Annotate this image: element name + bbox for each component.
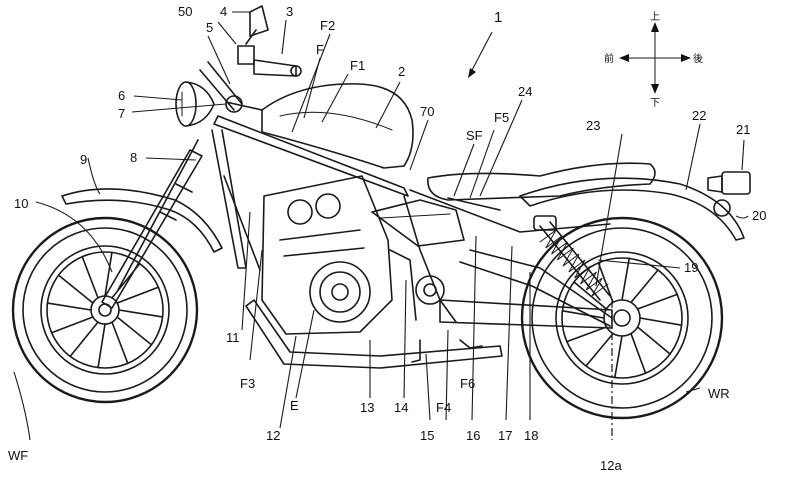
compass-front-label: 前 [604,52,614,65]
label-2: 2 [398,64,405,79]
arrow-down-icon [651,84,659,94]
spoke [111,321,129,365]
label-15: 15 [420,428,434,443]
spoke [69,321,99,358]
label-F: F [316,42,324,57]
spoke [50,316,94,334]
label-12: 12 [266,428,280,443]
label-F1: F1 [350,58,365,73]
exhaust-pipe [245,299,503,369]
label-7: 7 [118,106,125,121]
label-11: 11 [226,330,240,345]
compass-up-label: 上 [650,11,660,23]
spoke [46,302,92,311]
label-10: 10 [14,196,28,211]
spoke [636,326,671,355]
rear-fender [519,177,745,241]
spoke [561,310,605,319]
label-F2: F2 [320,18,335,33]
rear-wheel-spokes [561,257,683,379]
label-18: 18 [524,428,538,443]
label-5: 5 [206,20,213,35]
spoke [630,269,659,304]
label-WF: WF [8,448,28,463]
spoke [81,255,99,299]
label-20: 20 [752,208,766,223]
spoke [116,316,153,346]
spoke [585,332,614,367]
arrow-left-icon [619,54,629,62]
label-1: 1 [494,9,502,26]
front-wheel [11,216,199,404]
frame [211,101,613,327]
label-SF: SF [466,128,483,143]
compass-rear-label: 後 [693,52,703,65]
spoke [621,257,630,301]
spoke [614,335,623,379]
front-wheel-spokes [46,251,164,369]
label-6: 6 [118,88,125,103]
label-4: 4 [220,4,227,19]
label-23: 23 [586,118,600,133]
spoke [104,251,113,297]
label-F5: F5 [494,110,509,125]
arrow-up-icon [651,22,659,32]
rear-wheel [520,216,724,440]
swingarm [439,299,613,329]
spoke [597,262,614,304]
label-F4: F4 [436,400,451,415]
label-12a: 12a [600,458,622,473]
label-13: 13 [360,400,374,415]
label-F6: F6 [460,376,475,391]
label-E: E [290,398,299,413]
arrow-right-icon [681,54,691,62]
label-21: 21 [736,122,750,137]
spoke [57,274,94,304]
compass-down-label: 下 [650,98,660,109]
headlight [175,81,215,127]
reference-labels: 1 2 3 4 5 6 7 8 9 10 11 12 12a 13 14 15 … [8,4,766,473]
label-50: 50 [178,4,192,19]
rear-shock [533,215,611,301]
spoke [636,293,678,310]
label-F3: F3 [240,376,255,391]
spoke [573,281,608,310]
label-8: 8 [130,150,137,165]
front-fender [61,188,223,253]
direction-compass: 上 下 前 後 [604,11,703,109]
label-WR: WR [708,386,730,401]
spoke [639,317,683,326]
seat [427,162,656,201]
leader-lines [13,11,749,441]
label-9: 9 [80,152,87,167]
spoke [118,309,164,318]
label-3: 3 [286,4,293,19]
spoke [566,326,608,343]
label-22: 22 [692,108,706,123]
tail-light [707,171,751,217]
label-19: 19 [684,260,698,275]
label-17: 17 [498,428,512,443]
engine [261,175,445,335]
label-24: 24 [518,84,532,99]
label-70: 70 [420,104,434,119]
spoke [97,323,106,369]
fuel-tank [261,83,414,169]
label-14: 14 [394,400,408,415]
spoke [116,286,160,304]
front-fork [101,139,203,309]
spoke [630,332,647,374]
label-16: 16 [466,428,480,443]
